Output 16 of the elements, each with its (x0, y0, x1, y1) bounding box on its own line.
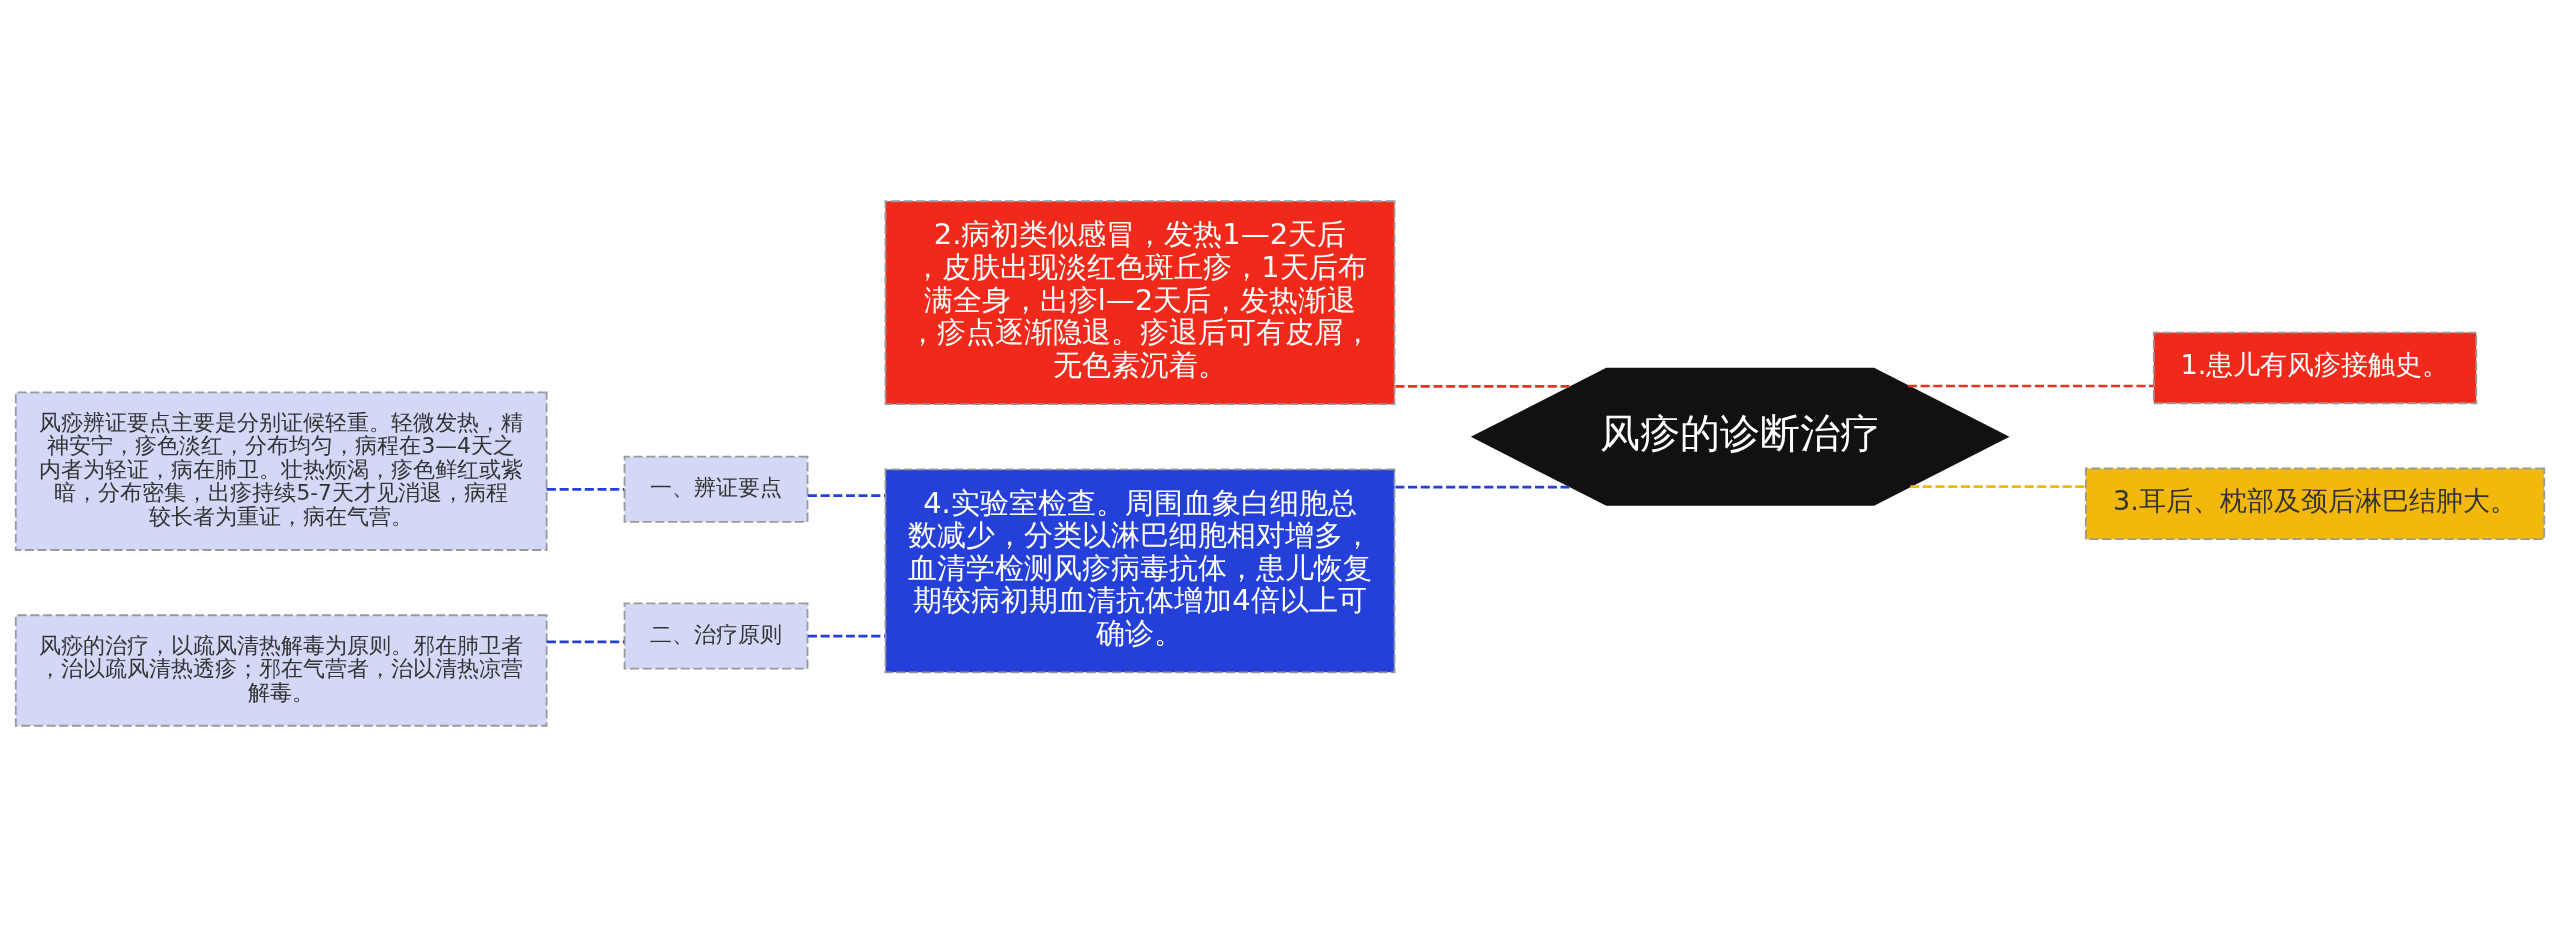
connector (546, 487, 625, 491)
connector (1395, 384, 1571, 388)
node-box: 风痧的治疗，以疏风清热解毒为原则。邪在肺卫者，治以疏风清热透疹；邪在气营者，治以清热凉营解毒。 (14, 613, 548, 727)
node-box: 二、治疗原则 (623, 602, 809, 670)
node-box: 3.耳后、枕部及颈后淋巴结肿大。 (2084, 467, 2546, 540)
connector (808, 493, 885, 497)
node-box: 4.实验室检查。周围血象白细胞总数减少，分类以淋巴细胞相对增多，血清学检测风疹病毒抗体，患儿恢复期较病初期血清抗体增加4倍以上可确诊。 (884, 468, 1396, 673)
node-box: 2.病初类似感冒，发热1—2天后，皮肤出现淡红色斑丘疹，1天后布满全身，出疹l—2天后，发热渐退，疹点逐渐隐退。疹退后可有皮屑，无色素沉着。 (884, 199, 1396, 405)
connector (546, 640, 625, 643)
node-box: 一、辨证要点 (623, 455, 809, 523)
node-box: 风痧辨证要点主要是分别证候轻重。轻微发热，精神安宁，疹色淡红，分布均匀，病程在3—4天之内者为轻证，病在肺卫。壮热烦渴，疹色鲜红或紫暗，分布密集，出疹持续5-7天才见消退，病程较长者为重证，病在气营。 (14, 391, 548, 551)
connector (1910, 484, 2086, 488)
connector (1908, 384, 2154, 387)
node-box: 1.患儿有风疹接触史。 (2152, 331, 2478, 404)
connector (808, 634, 885, 637)
connector (1395, 485, 1571, 488)
